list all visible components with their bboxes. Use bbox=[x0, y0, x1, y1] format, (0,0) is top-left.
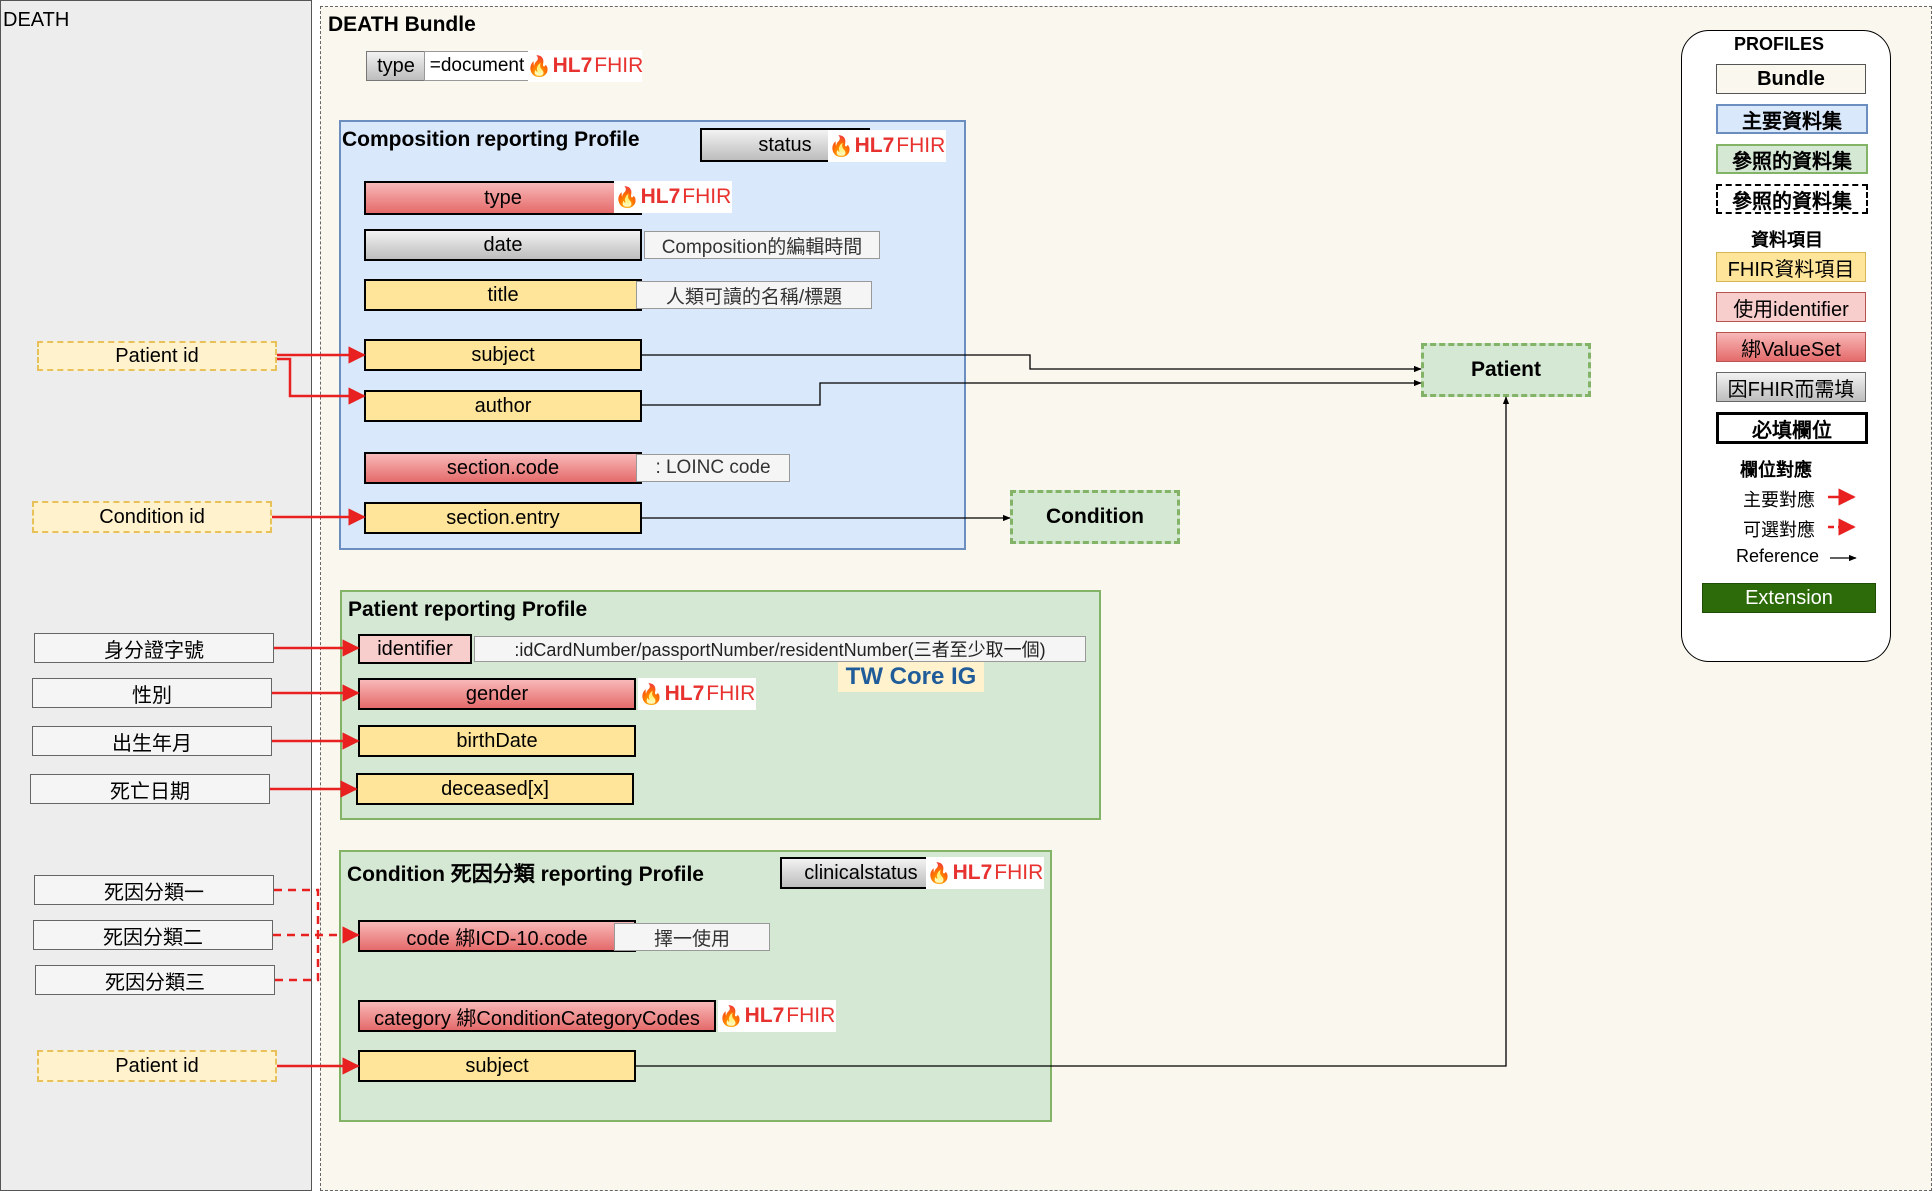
condition-code-field: code 綁ICD-10.code bbox=[358, 920, 636, 952]
legend-main: 主要資料集 bbox=[1716, 104, 1868, 134]
source-birth: 出生年月 bbox=[32, 726, 272, 756]
composition-section-code-note: : LOINC code bbox=[636, 454, 790, 482]
bundle-type-value: =document bbox=[424, 51, 530, 81]
bundle-title: DEATH Bundle bbox=[328, 13, 476, 36]
condition-clinicalstatus-field: clinicalstatus bbox=[780, 857, 942, 889]
source-condition-id: Condition id bbox=[32, 501, 272, 533]
composition-type-field: type bbox=[364, 181, 642, 215]
legend-items-header: 資料項目 bbox=[1751, 230, 1823, 250]
fire-icon: 🔥 bbox=[526, 55, 552, 78]
source-cause-3: 死因分類三 bbox=[35, 965, 275, 995]
legend-primary: 主要對應 bbox=[1743, 490, 1815, 510]
legend-bundle: Bundle bbox=[1716, 64, 1866, 94]
condition-code-note: 擇一使用 bbox=[614, 923, 770, 951]
legend-valueset: 綁ValueSet bbox=[1716, 332, 1866, 362]
source-id-number: 身分證字號 bbox=[34, 633, 274, 663]
death-panel-label: DEATH bbox=[3, 9, 70, 31]
legend-required: 必填欄位 bbox=[1716, 412, 1868, 444]
composition-author-field: author bbox=[364, 390, 642, 422]
legend-ref: 參照的資料集 bbox=[1716, 144, 1868, 174]
ref-author-to-patient bbox=[642, 379, 1422, 406]
legend-mapping-header: 欄位對應 bbox=[1740, 460, 1812, 480]
composition-date-note: Composition的編輯時間 bbox=[644, 231, 880, 259]
legend-header: PROFILES bbox=[1734, 34, 1825, 54]
composition-title: Composition reporting Profile bbox=[342, 128, 640, 151]
legend-fhir-item: FHIR資料項目 bbox=[1716, 252, 1866, 282]
patient-profile-title: Patient reporting Profile bbox=[348, 598, 588, 621]
fire-icon: 🔥 bbox=[926, 862, 952, 885]
condition-reference-box: Condition bbox=[1010, 490, 1180, 544]
patient-gender-field: gender bbox=[358, 678, 636, 710]
ref-condition-subject-to-patient bbox=[636, 396, 1510, 1067]
patient-deceased-field: deceased[x] bbox=[356, 773, 634, 805]
condition-profile bbox=[339, 850, 1052, 1122]
condition-profile-title: Condition 死因分類 reporting Profile bbox=[347, 863, 704, 886]
source-cause-1: 死因分類一 bbox=[34, 875, 274, 905]
source-patient-id-2: Patient id bbox=[37, 1050, 277, 1082]
legend-identifier: 使用identifier bbox=[1716, 292, 1866, 322]
legend-fhir-required: 因FHIR而需填 bbox=[1716, 372, 1866, 402]
fire-icon: 🔥 bbox=[718, 1005, 744, 1028]
map-cause-1-code bbox=[274, 888, 320, 936]
legend-ref-dashed: 參照的資料集 bbox=[1716, 184, 1868, 214]
source-cause-2: 死因分類二 bbox=[33, 920, 273, 950]
composition-date-field: date bbox=[364, 229, 642, 261]
source-patient-id: Patient id bbox=[37, 341, 277, 371]
legend-reference: Reference bbox=[1736, 546, 1820, 566]
composition-title-note: 人類可讀的名稱/標題 bbox=[636, 281, 872, 309]
map-cause-3-code bbox=[275, 936, 320, 982]
source-sex: 性別 bbox=[32, 678, 272, 708]
source-death-date: 死亡日期 bbox=[30, 774, 270, 804]
bundle-type-field: type bbox=[366, 51, 426, 81]
patient-reference-box: Patient bbox=[1421, 343, 1591, 397]
composition-subject-field: subject bbox=[364, 339, 642, 371]
fire-icon: 🔥 bbox=[614, 186, 640, 209]
patient-identifier-note: :idCardNumber/passportNumber/residentNum… bbox=[474, 636, 1086, 662]
composition-section-entry-field: section.entry bbox=[364, 502, 642, 534]
legend-extension: Extension bbox=[1702, 583, 1876, 613]
patient-birthdate-field: birthDate bbox=[358, 725, 636, 757]
tw-core-ig-label: TW Core IG bbox=[838, 662, 984, 692]
legend-optional: 可選對應 bbox=[1743, 520, 1815, 540]
condition-subject-field: subject bbox=[358, 1050, 636, 1082]
fire-icon: 🔥 bbox=[828, 135, 854, 158]
condition-category-field: category 綁ConditionCategoryCodes bbox=[358, 1000, 716, 1032]
composition-title-field: title bbox=[364, 279, 642, 311]
ref-subject-to-patient bbox=[642, 354, 1422, 373]
fire-icon: 🔥 bbox=[638, 683, 664, 706]
composition-section-code-field: section.code bbox=[364, 452, 642, 484]
map-patient-id-author bbox=[277, 357, 366, 405]
